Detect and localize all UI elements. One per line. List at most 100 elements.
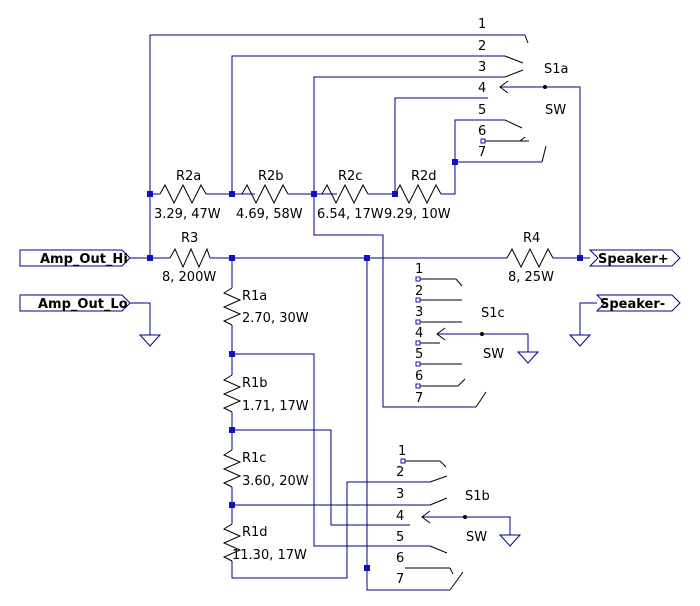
s1c-wiper-arrow xyxy=(436,327,446,341)
wire-tap-4 xyxy=(394,97,488,194)
r1d-ref: R1d xyxy=(242,525,268,540)
s1b-lever-6 xyxy=(449,567,454,575)
s1a-pos-5: 5 xyxy=(478,103,486,118)
wire-s1a-common xyxy=(500,86,581,258)
s1b-lever-5 xyxy=(429,545,448,554)
s1a-pos-3: 3 xyxy=(478,60,486,75)
resistor-r3-symbol xyxy=(169,247,211,269)
ground-symbol-speaker-minus xyxy=(568,334,592,347)
s1b-pos-6: 6 xyxy=(396,551,404,566)
wire-tap-3 xyxy=(313,76,505,194)
r2b-value: 4.69, 58W xyxy=(236,207,303,222)
junction-speaker xyxy=(577,255,583,261)
wire-tap-r1a xyxy=(232,353,430,547)
s1a-contact-3 xyxy=(504,69,524,78)
s1c-pos-3: 3 xyxy=(415,305,423,320)
wire-tap-2 xyxy=(231,55,505,194)
junction-r3-right xyxy=(229,255,235,261)
s1a-type: SW xyxy=(545,103,566,118)
s1c-lever-7 xyxy=(475,391,487,408)
r2a-ref: R2a xyxy=(176,169,201,184)
s1b-type: SW xyxy=(466,530,487,545)
junction-r2d-left xyxy=(392,191,398,197)
wire-tap-main xyxy=(366,258,450,591)
junction-r2b-left xyxy=(229,191,235,197)
wire-tap-r1b xyxy=(232,429,410,526)
s1b-lever-7 xyxy=(449,571,464,591)
switch-s1b xyxy=(405,460,467,591)
s1a-common-dot xyxy=(543,85,547,89)
s1a-wiper-arrow xyxy=(499,80,509,94)
r3-ref: R3 xyxy=(181,231,198,246)
s1c-common-dot xyxy=(480,332,484,336)
s1c-lever-6 xyxy=(457,378,466,387)
grounds xyxy=(138,333,592,547)
resistor-r1b-symbol xyxy=(222,374,242,413)
s1a-pos-1: 1 xyxy=(478,17,486,32)
s1c-pos-4: 4 xyxy=(415,326,423,341)
junction-r1c xyxy=(229,502,235,508)
resistor-r2c-symbol xyxy=(321,183,369,205)
s1c-pos-2: 2 xyxy=(415,284,423,299)
resistor-r1c-symbol xyxy=(222,449,242,488)
junction-r1a xyxy=(229,351,235,357)
s1c-ref: S1c xyxy=(481,306,505,321)
junction-s1b-7 xyxy=(364,565,370,571)
s1a-contact-1 xyxy=(524,34,529,44)
s1b-pos-7: 7 xyxy=(396,572,404,587)
s1a-pos-2: 2 xyxy=(478,39,486,54)
r2c-ref: R2c xyxy=(338,169,362,184)
s1c-terminal-4 xyxy=(415,340,421,346)
s1a-pos-6: 6 xyxy=(478,124,486,139)
s1a-pos-4: 4 xyxy=(478,81,486,96)
resistor-r4-symbol xyxy=(506,247,554,269)
s1c-terminal-6 xyxy=(415,383,421,389)
r1d-value: 11.30, 17W xyxy=(232,548,307,563)
r1c-ref: R1c xyxy=(242,451,266,466)
s1b-lever-2 xyxy=(429,475,448,483)
s1c-terminal-3 xyxy=(415,319,421,325)
s1c-terminal-2 xyxy=(415,297,421,303)
s1b-pos-1: 1 xyxy=(398,444,406,459)
s1c-pos-5: 5 xyxy=(415,347,423,362)
r1b-value: 1.71, 17W xyxy=(242,399,309,414)
wire-tap-1 xyxy=(149,34,525,258)
wires xyxy=(130,34,597,591)
r1c-value: 3.60, 20W xyxy=(242,474,309,489)
resistor-r2a-symbol xyxy=(159,183,207,205)
r1a-value: 2.70, 30W xyxy=(242,311,309,326)
junctions xyxy=(147,159,583,571)
s1c-pos-6: 6 xyxy=(415,369,423,384)
wire-tap-s1c xyxy=(313,194,476,408)
r2d-value: 9.29, 10W xyxy=(384,207,451,222)
s1b-lever-3 xyxy=(429,497,448,506)
r3-value: 8, 200W xyxy=(162,270,216,285)
s1c-terminal-5 xyxy=(415,361,421,367)
s1b-pos-4: 4 xyxy=(396,509,404,524)
s1c-type: SW xyxy=(483,347,504,362)
junction-hi xyxy=(147,255,153,261)
port-speaker-plus-shape xyxy=(588,249,681,267)
r1b-ref: R1b xyxy=(242,376,268,391)
switch-s1c xyxy=(420,278,487,408)
wire-tap-5 xyxy=(454,119,505,162)
junction-main-tap xyxy=(364,255,370,261)
ground-symbol-s1c xyxy=(516,351,540,364)
s1b-pos-2: 2 xyxy=(396,465,404,480)
ports xyxy=(19,249,681,312)
port-amp-out-hi-shape xyxy=(19,249,131,267)
junction-r2d-right xyxy=(452,159,458,165)
s1b-wiper-arrow xyxy=(421,510,431,524)
port-amp-out-hi-label: Amp_Out_Hi xyxy=(40,252,128,267)
s1a-contact-6b xyxy=(519,136,526,142)
junction-r2c-left xyxy=(311,191,317,197)
wire-speaker-minus xyxy=(579,302,597,335)
r2c-value: 6.54, 17W xyxy=(317,207,384,222)
r4-value: 8, 25W xyxy=(508,270,554,285)
s1a-contact-7 xyxy=(541,145,547,163)
r1a-ref: R1a xyxy=(242,289,267,304)
ground-wire-s1c xyxy=(437,333,529,352)
switch-s1a xyxy=(485,34,547,163)
terminal-squares xyxy=(400,138,486,464)
